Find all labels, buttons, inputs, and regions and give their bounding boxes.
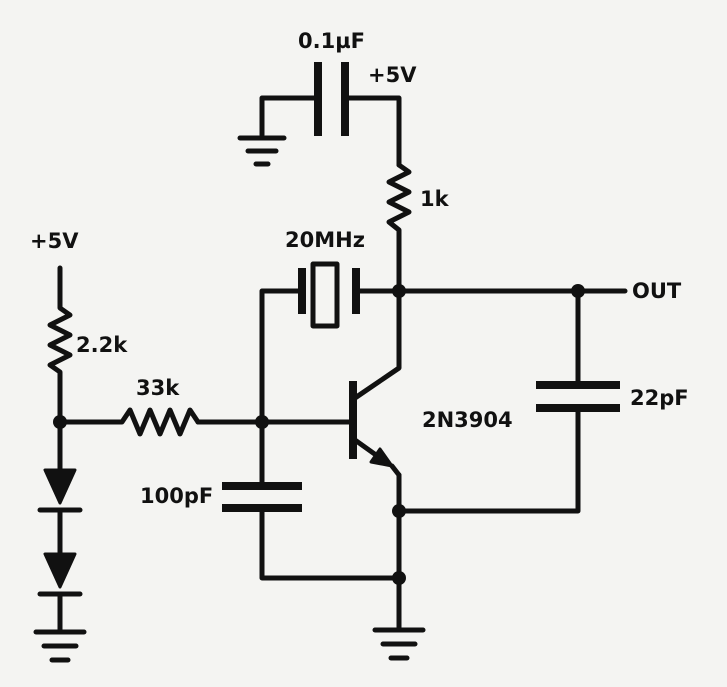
vcc-top-label: +5V: [368, 63, 417, 87]
base-resistor-label: 33k: [136, 376, 180, 400]
bias-resistor: [47, 265, 73, 425]
base-capacitor: [222, 419, 402, 581]
output-line: [392, 284, 628, 298]
bypass-cap-label: 0.1µF: [298, 29, 365, 53]
collector-resistor-label: 1k: [420, 187, 450, 211]
vcc-left-label: +5V: [30, 229, 79, 253]
base-node: [195, 415, 356, 429]
diode-1: [37, 419, 83, 513]
base-resistor: [53, 407, 201, 437]
collector-resistor: [386, 162, 412, 293]
ground-symbol-left: [33, 629, 87, 663]
diode-2: [37, 507, 83, 635]
base-cap-label: 100pF: [140, 484, 213, 508]
ground-symbol-bottom: [372, 627, 426, 661]
output-capacitor: [396, 288, 620, 514]
crystal-label: 20MHz: [285, 228, 365, 252]
ground-symbol-top: [237, 135, 287, 167]
bias-resistor-label: 2.2k: [76, 333, 128, 357]
crystal-20mhz: [259, 261, 402, 423]
output-cap-label: 22pF: [630, 386, 689, 410]
output-label: OUT: [632, 279, 682, 303]
bypass-capacitor: [259, 62, 402, 168]
transistor-label: 2N3904: [422, 408, 513, 432]
